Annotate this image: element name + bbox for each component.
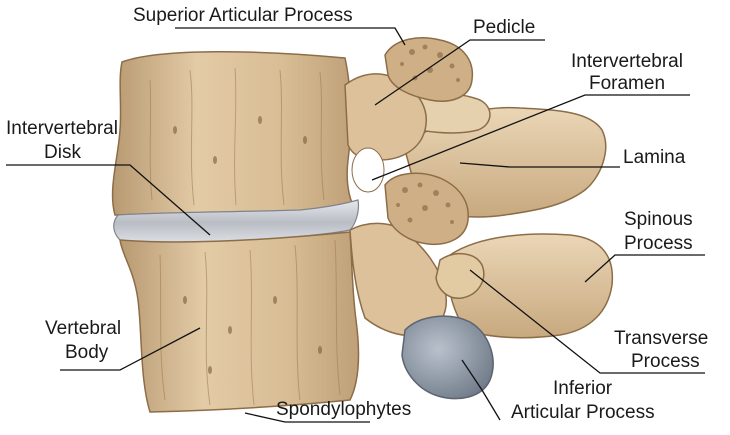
- label-spinous-process-line1: Spinous: [624, 209, 693, 230]
- foramen-gap: [351, 147, 385, 193]
- leader-transverse: [469, 269, 705, 374]
- lower-transverse-process: [435, 253, 485, 299]
- articular-texture-middle: [396, 182, 454, 224]
- inferior-articular-process: [401, 315, 494, 400]
- label-intervertebral-disk-line1: Intervertebral: [6, 118, 118, 139]
- label-lamina: Lamina: [623, 147, 686, 168]
- body-texture: [149, 67, 341, 406]
- lower-vertebral-body: [119, 231, 360, 413]
- label-transverse-process-line1: Transverse: [614, 328, 709, 349]
- leader-vertebral-body: [60, 327, 201, 371]
- label-intervertebral-foramen-line2: Foramen: [588, 73, 666, 94]
- label-vertebral-body-line2: Body: [65, 342, 109, 363]
- leader-lines: [6, 27, 705, 423]
- label-intervertebral-foramen-line1: Intervertebral: [571, 51, 683, 72]
- leader-superior-articular: [175, 27, 406, 46]
- label-inferior-articular-process-line2: Articular Process: [511, 402, 655, 423]
- leader-inferior-articular: [461, 359, 501, 421]
- leader-pedicle: [374, 39, 545, 106]
- label-superior-articular-process: Superior Articular Process: [133, 5, 353, 26]
- label-vertebral-body-line1: Vertebral: [45, 318, 122, 339]
- label-inferior-articular-process-line1: Inferior: [553, 378, 613, 399]
- label-pedicle: Pedicle: [473, 17, 536, 38]
- label-intervertebral-disk-line2: Disk: [44, 142, 81, 163]
- leader-spinous: [584, 254, 705, 283]
- leader-spondylophytes: [244, 412, 370, 423]
- label-transverse-process-line2: Process: [631, 351, 700, 372]
- upper-vertebral-body: [111, 51, 357, 216]
- leader-disk: [6, 164, 211, 236]
- leader-foramen: [371, 94, 690, 181]
- label-spondylophytes: Spondylophytes: [276, 399, 412, 420]
- leader-lamina: [459, 162, 620, 168]
- label-spinous-process-line2: Process: [624, 233, 693, 254]
- foramina-dots: [173, 116, 322, 374]
